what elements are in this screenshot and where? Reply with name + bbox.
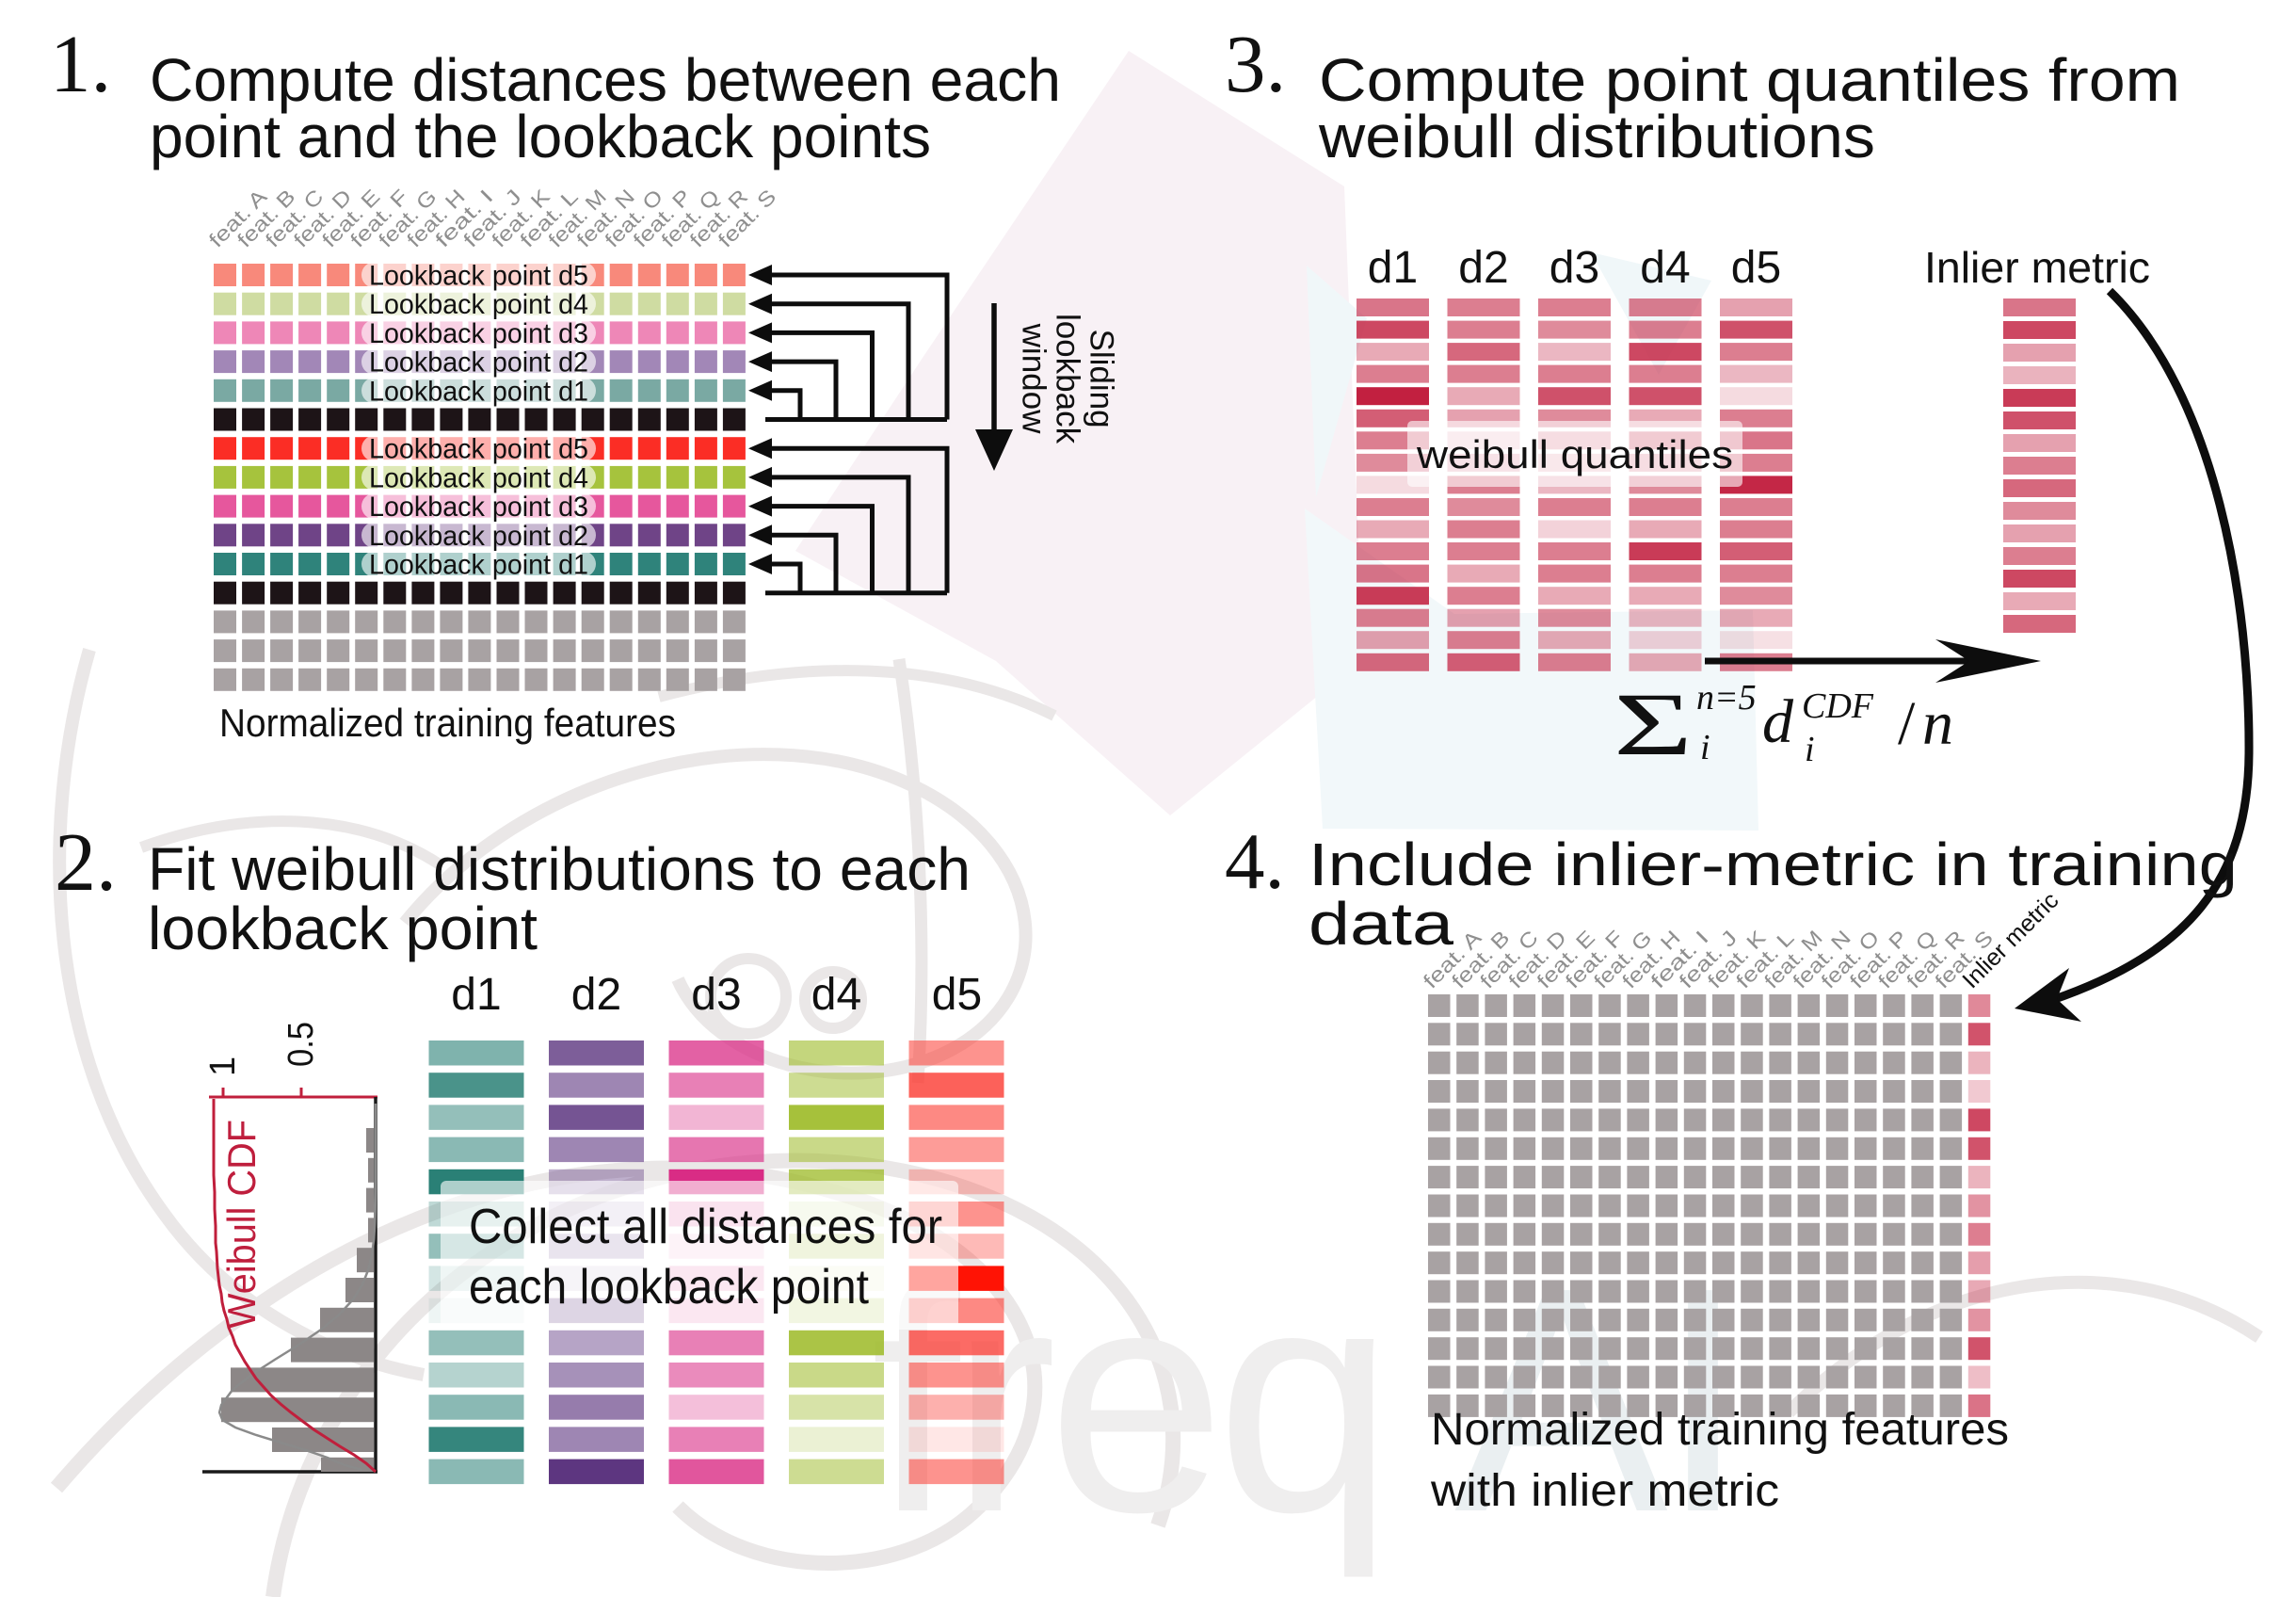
svg-text:Lookback point d2: Lookback point d2 xyxy=(369,521,588,552)
svg-text:CDF: CDF xyxy=(1802,686,1874,726)
svg-text:/: / xyxy=(1898,689,1916,758)
svg-text:Lookback point d3: Lookback point d3 xyxy=(369,492,588,523)
svg-text:each lookback point: each lookback point xyxy=(469,1260,870,1315)
svg-text:Normalized training features: Normalized training features xyxy=(219,701,676,745)
svg-text:n=5: n=5 xyxy=(1696,678,1757,718)
svg-text:d4: d4 xyxy=(1640,243,1690,293)
svg-text:Compute point quantiles from: Compute point quantiles from xyxy=(1319,46,2180,114)
svg-text:weibull distributions: weibull distributions xyxy=(1318,103,1875,170)
svg-text:Include inlier-metric in train: Include inlier-metric in training xyxy=(1309,831,2238,898)
svg-text:Weibull CDF: Weibull CDF xyxy=(219,1120,264,1329)
svg-text:Lookback point d3: Lookback point d3 xyxy=(369,318,588,349)
svg-text:lookback: lookback xyxy=(1050,314,1086,444)
svg-text:Lookback point d2: Lookback point d2 xyxy=(369,347,588,379)
svg-text:lookback point: lookback point xyxy=(148,895,538,962)
svg-text:Σ: Σ xyxy=(1614,674,1693,774)
svg-text:1: 1 xyxy=(203,1057,243,1076)
svg-text:d1: d1 xyxy=(451,970,501,1020)
svg-text:3.: 3. xyxy=(1225,18,1286,109)
svg-text:window: window xyxy=(1016,323,1052,434)
svg-text:d2: d2 xyxy=(1458,243,1508,293)
svg-text:0.5: 0.5 xyxy=(281,1022,321,1067)
svg-text:Lookback point d4: Lookback point d4 xyxy=(369,462,588,493)
svg-text:Lookback point d1: Lookback point d1 xyxy=(369,376,588,407)
svg-text:weibull quantiles: weibull quantiles xyxy=(1416,432,1733,476)
svg-text:d3: d3 xyxy=(1549,243,1599,293)
svg-text:Sliding: Sliding xyxy=(1084,329,1120,427)
svg-text:1.: 1. xyxy=(50,18,111,109)
svg-text:Lookback point d4: Lookback point d4 xyxy=(369,289,588,320)
svg-text:d3: d3 xyxy=(691,970,741,1020)
svg-text:d: d xyxy=(1762,687,1794,756)
svg-text:4.: 4. xyxy=(1225,817,1285,906)
svg-text:point and the lookback points: point and the lookback points xyxy=(150,103,931,170)
svg-text:d2: d2 xyxy=(571,970,621,1020)
svg-text:i: i xyxy=(1700,728,1710,767)
svg-text:Normalized training features: Normalized training features xyxy=(1431,1405,2009,1455)
svg-text:Lookback point d5: Lookback point d5 xyxy=(369,434,588,465)
svg-text:Compute distances between each: Compute distances between each xyxy=(150,46,1061,114)
svg-text:d5: d5 xyxy=(1731,243,1781,293)
svg-text:with inlier metric: with inlier metric xyxy=(1430,1466,1779,1516)
svg-text:data: data xyxy=(1309,890,1454,958)
svg-text:Inlier metric: Inlier metric xyxy=(1924,243,2150,292)
svg-text:d1: d1 xyxy=(1368,243,1418,293)
svg-text:d4: d4 xyxy=(811,970,861,1020)
svg-text:n: n xyxy=(1922,689,1953,758)
svg-text:2.: 2. xyxy=(55,817,117,909)
svg-text:Fit weibull distributions to e: Fit weibull distributions to each xyxy=(148,835,971,903)
svg-text:i: i xyxy=(1805,730,1815,769)
svg-text:d5: d5 xyxy=(932,970,982,1020)
svg-text:Lookback point d5: Lookback point d5 xyxy=(369,261,588,292)
svg-text:Lookback point d1: Lookback point d1 xyxy=(369,550,588,581)
svg-text:Collect all distances for: Collect all distances for xyxy=(469,1200,942,1254)
